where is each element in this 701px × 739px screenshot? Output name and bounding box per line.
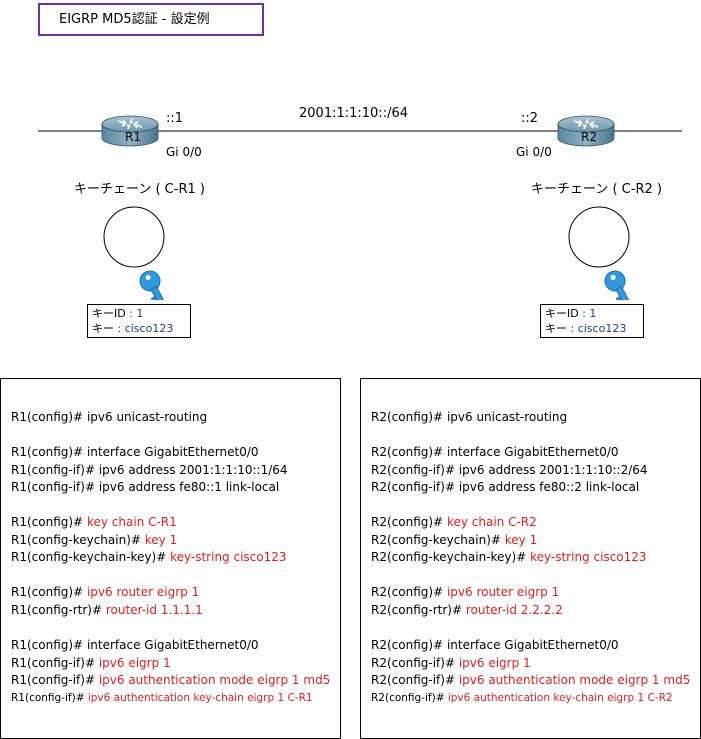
r2-key-box: キーID : 1 キー : cisco123 [540, 304, 644, 338]
r2-cfg-line: R2(config)# interface GigabitEthernet0/0 [371, 638, 619, 652]
r2-config-panel: R2(config)# ipv6 unicast-routing R2(conf… [360, 378, 701, 739]
router-r1-name: R1 [125, 130, 141, 144]
r2-cfg-line: R2(config-if)# ipv6 authentication mode … [371, 673, 691, 687]
r2-cfg-line: R2(config)# interface GigabitEthernet0/0 [371, 445, 619, 459]
r1-cfg-line: R1(config-keychain-key)# key-string cisc… [11, 550, 287, 564]
r2-cfg-line: R2(config-keychain-key)# key-string cisc… [371, 550, 647, 564]
r2-cfg-line: R2(config-if)# ipv6 address fe80::2 link… [371, 480, 640, 494]
keychain-r1-icon [103, 206, 173, 300]
r1-cfg-line: R1(config)# interface GigabitEthernet0/0 [11, 445, 259, 459]
page-title: EIGRP MD5認証 - 設定例 [59, 12, 210, 27]
r1-key-row: キー : cisco123 [92, 322, 174, 335]
r1-cfg-line: R1(config)# ipv6 unicast-routing [11, 410, 208, 424]
title-box: EIGRP MD5認証 - 設定例 [38, 3, 264, 36]
r2-cfg-line: R2(config)# ipv6 unicast-routing [371, 410, 568, 424]
r2-cfg-line: R2(config-keychain)# key 1 [371, 533, 538, 547]
r1-key-id-row: キーID : 1 [92, 307, 144, 320]
r2-cfg-line: R2(config-if)# ipv6 authentication key-c… [371, 692, 673, 704]
r1-key-box: キーID : 1 キー : cisco123 [87, 304, 191, 338]
r1-cfg-line: R1(config)# ipv6 router eigrp 1 [11, 585, 200, 599]
r1-iface: Gi 0/0 [166, 145, 202, 159]
r1-cfg-line: R1(config-if)# ipv6 address fe80::1 link… [11, 480, 280, 494]
r2-key-row: キー : cisco123 [545, 322, 627, 335]
r2-cfg-line: R2(config)# key chain C-R2 [371, 515, 537, 529]
r1-cfg-line: R1(config-keychain)# key 1 [11, 533, 178, 547]
r1-cfg-line: R1(config-if)# ipv6 authentication key-c… [11, 692, 313, 704]
r1-cfg-line: R1(config-if)# ipv6 authentication mode … [11, 673, 331, 687]
r2-addr: ::2 [521, 111, 539, 126]
r1-cfg-line: R1(config-if)# ipv6 address 2001:1:1:10:… [11, 463, 288, 477]
router-r2-name: R2 [581, 130, 597, 144]
network-label: 2001:1:1:10::/64 [299, 106, 408, 121]
r2-iface: Gi 0/0 [516, 145, 552, 159]
keychain-r2-icon [568, 206, 638, 300]
r2-cfg-line: R2(config-if)# ipv6 address 2001:1:1:10:… [371, 463, 648, 477]
r2-key-id-row: キーID : 1 [545, 307, 597, 320]
r1-config-panel: R1(config)# ipv6 unicast-routing R1(conf… [0, 378, 341, 739]
r1-cfg-line: R1(config-if)# ipv6 eigrp 1 [11, 656, 171, 670]
r1-addr: ::1 [166, 111, 184, 126]
r1-cfg-line: R1(config-rtr)# router-id 1.1.1.1 [11, 603, 203, 617]
r2-cfg-line: R2(config-rtr)# router-id 2.2.2.2 [371, 603, 563, 617]
r1-cfg-line: R1(config)# key chain C-R1 [11, 515, 177, 529]
topology-diagram [38, 115, 682, 300]
r1-keychain-label: キーチェーン ( C-R1 ) [74, 182, 205, 197]
r2-keychain-label: キーチェーン ( C-R2 ) [531, 182, 662, 197]
r1-cfg-line: R1(config)# interface GigabitEthernet0/0 [11, 638, 259, 652]
r2-cfg-line: R2(config-if)# ipv6 eigrp 1 [371, 656, 531, 670]
r2-cfg-line: R2(config)# ipv6 router eigrp 1 [371, 585, 560, 599]
